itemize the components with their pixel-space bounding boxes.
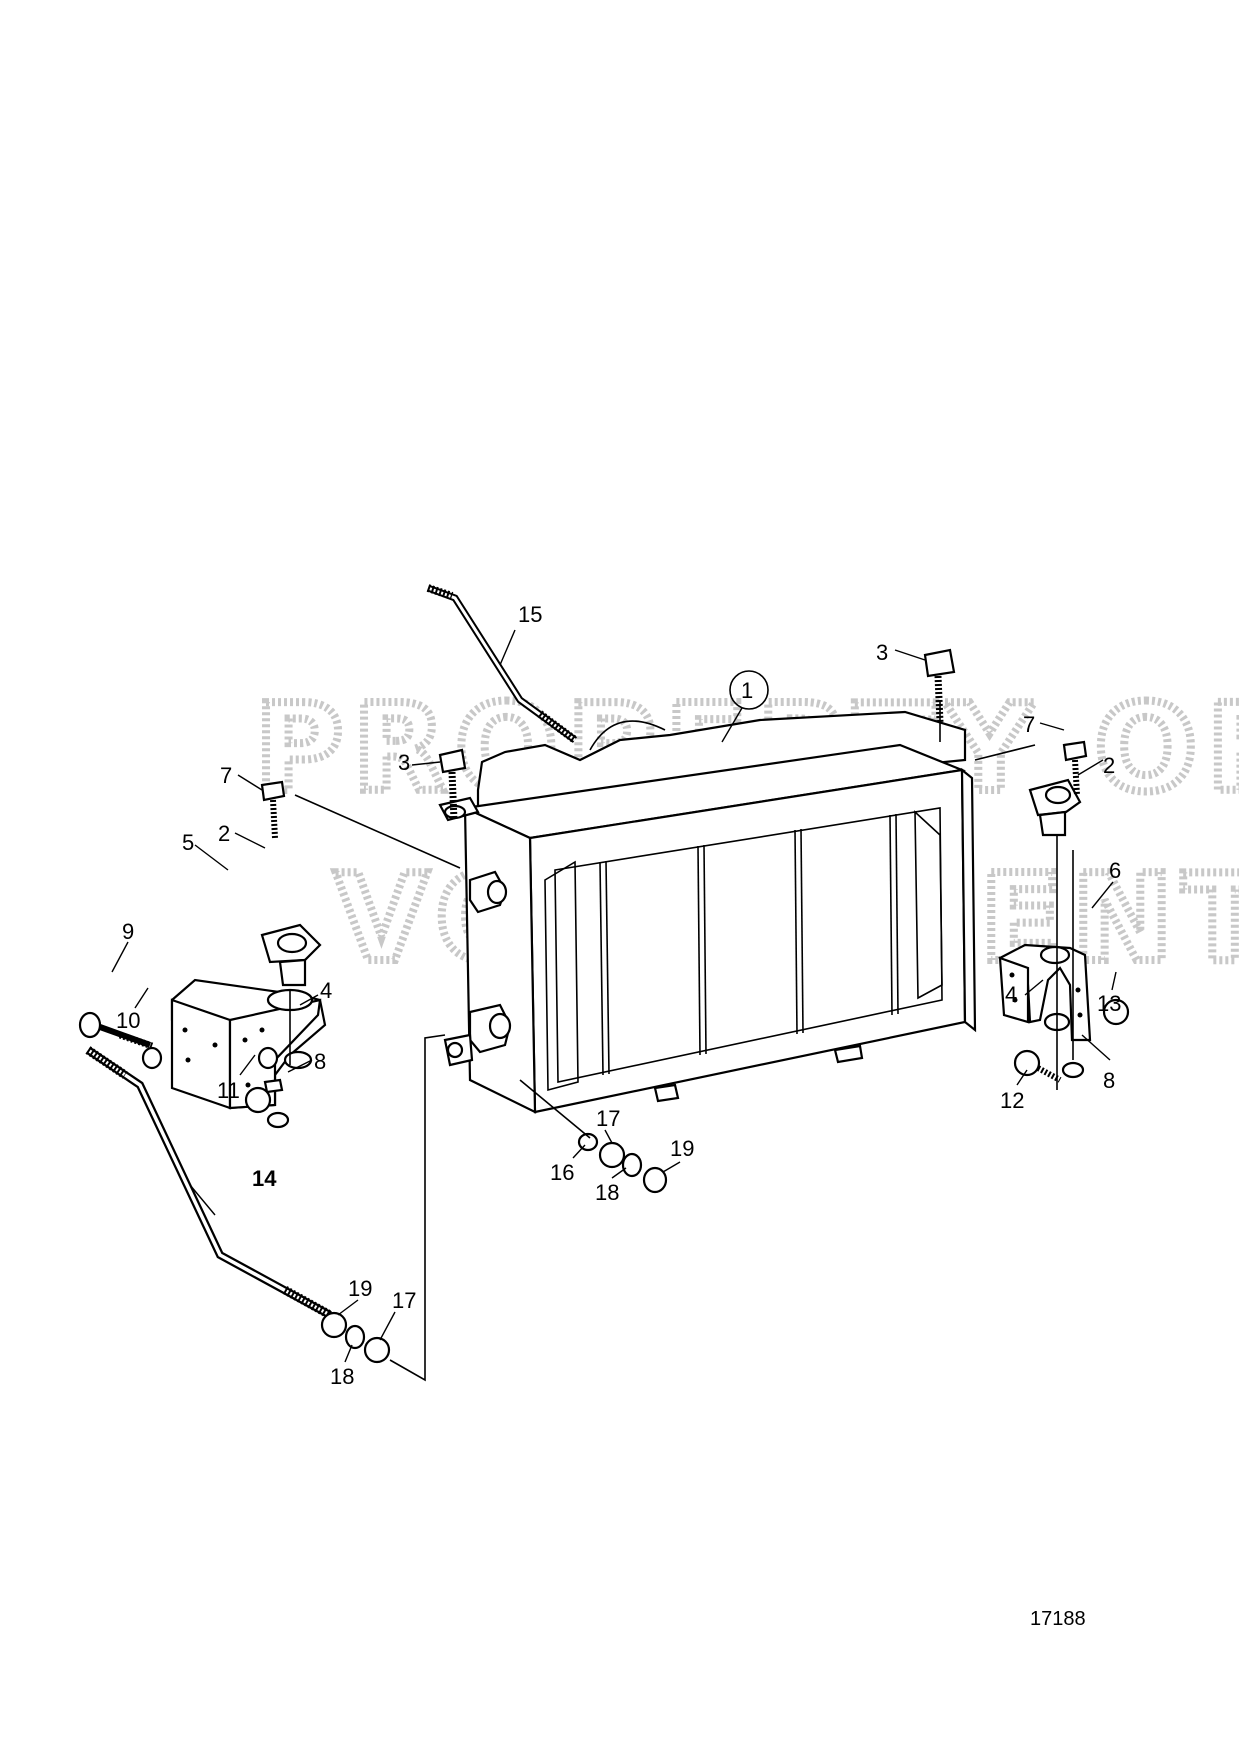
callout-17-centre: 17 [596, 1106, 620, 1131]
nut-19-lower [320, 1311, 348, 1339]
callout-12: 12 [1000, 1088, 1024, 1113]
bolt-7-right [1062, 740, 1088, 796]
callout-2-right: 2 [1103, 753, 1115, 778]
callout-5: 5 [182, 830, 194, 855]
stay-rod-lower [85, 1046, 333, 1319]
nut-17-lower [363, 1336, 391, 1364]
callout-17-lower: 17 [392, 1288, 416, 1313]
callout-19-lower: 19 [348, 1276, 372, 1301]
callout-7-right: 7 [1023, 712, 1035, 737]
callout-13: 13 [1097, 991, 1121, 1016]
callout-2-left: 2 [218, 821, 230, 846]
callout-3-left: 3 [398, 750, 410, 775]
drawing-number: 17188 [1030, 1608, 1086, 1630]
callout-18-centre: 18 [595, 1180, 619, 1205]
bolt-12 [1013, 1049, 1062, 1083]
callout-3-right: 3 [876, 640, 888, 665]
bolt-3-left [438, 748, 467, 821]
nut-8-right [1061, 1061, 1085, 1079]
leader-lines [111, 629, 1117, 1382]
rubber-mount-right [1028, 778, 1082, 837]
nut-17-centre [598, 1141, 626, 1169]
rubber-mount-left [260, 923, 322, 987]
callout-8-left: 8 [314, 1049, 326, 1074]
callout-7-left: 7 [220, 763, 232, 788]
callout-19-centre: 19 [670, 1136, 694, 1161]
nut-13 [1102, 998, 1130, 1026]
callout-11: 11 [217, 1078, 240, 1103]
callout-4-left: 4 [320, 978, 332, 1003]
callout-1: 1 [741, 678, 753, 703]
callouts: 1 2 2 3 3 4 4 5 6 7 7 8 8 9 10 11 12 13 … [116, 602, 1121, 1389]
bracket-left [170, 978, 327, 1110]
callout-6: 6 [1109, 858, 1121, 883]
callout-18-lower: 18 [330, 1364, 354, 1389]
washer-18-centre [621, 1152, 643, 1178]
callout-10: 10 [116, 1008, 140, 1033]
callout-16: 16 [550, 1160, 574, 1185]
nut-8-left [266, 1111, 290, 1129]
bolt-3-right [923, 648, 956, 723]
washer-4-left [283, 1050, 313, 1070]
nut-19-centre [642, 1166, 668, 1194]
callout-15: 15 [518, 602, 542, 627]
callout-8-right: 8 [1103, 1068, 1115, 1093]
callout-9: 9 [122, 919, 134, 944]
radiator-assembly [438, 710, 977, 1114]
bolt-9 [78, 1011, 154, 1050]
callout-4-right: 4 [1005, 982, 1017, 1007]
bracket-right [998, 943, 1092, 1042]
washer-18-lower [344, 1324, 366, 1350]
callout-14: 14 [252, 1166, 277, 1191]
nut-11 [244, 1086, 272, 1114]
stay-rod-upper [426, 584, 578, 744]
washer-10 [141, 1046, 163, 1070]
bolt-7-left [260, 780, 286, 839]
